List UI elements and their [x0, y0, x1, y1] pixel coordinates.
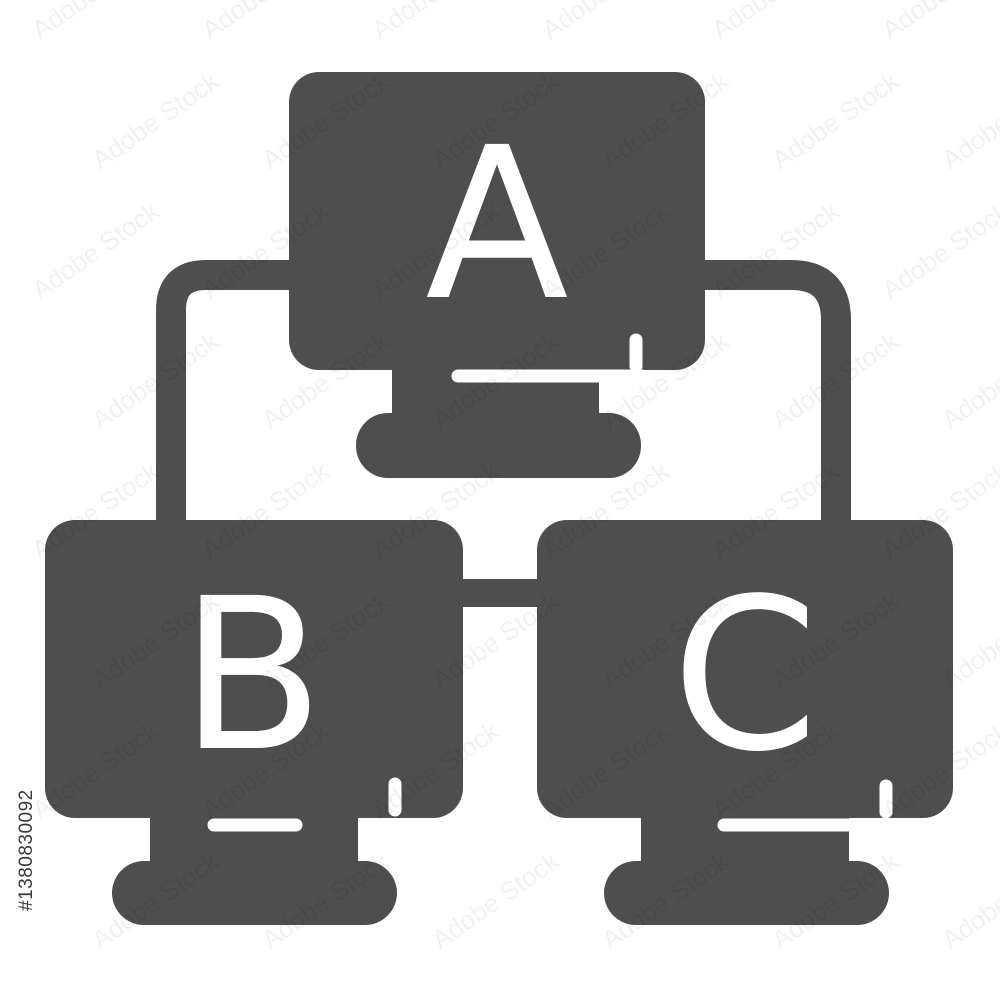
watermark-tile: Adobe Stock	[706, 0, 845, 45]
monitor-b-letter: B	[180, 553, 324, 798]
watermark-tile: Adobe Stock	[366, 0, 505, 45]
watermark-tile: Adobe Stock	[936, 845, 1000, 955]
monitor-b: B	[45, 520, 463, 925]
watermark-tile: Adobe Stock	[536, 0, 675, 45]
watermark-tile: Adobe Stock	[26, 195, 165, 305]
monitor-b-base	[112, 861, 397, 925]
watermark-tile: Adobe Stock	[86, 325, 225, 435]
monitor-b-screen	[45, 520, 463, 818]
watermark-tile: Adobe Stock	[876, 0, 1000, 45]
monitor-c-base	[604, 861, 889, 925]
watermark-tile: Adobe Stock	[26, 0, 165, 45]
monitor-a: A	[289, 72, 705, 478]
watermark-tile: Adobe Stock	[936, 325, 1000, 435]
watermark-tile: Adobe Stock	[936, 65, 1000, 175]
connector-a-to-b	[156, 260, 300, 530]
watermark-tile: Adobe Stock	[766, 65, 905, 175]
monitor-c-letter: C	[672, 553, 819, 798]
monitor-a-letter: A	[425, 102, 569, 347]
monitor-a-base	[356, 413, 641, 478]
watermark-tile: Adobe Stock	[196, 0, 335, 45]
monitor-a-screen	[289, 72, 705, 370]
watermark-tile: Adobe Stock	[426, 845, 565, 955]
monitor-c: C	[537, 520, 953, 925]
connector-a-to-c	[695, 260, 851, 530]
watermark-tile: Adobe Stock	[86, 65, 225, 175]
stock-id-strip: #1380830092	[0, 0, 37, 1000]
stock-id-label: #1380830092	[16, 789, 37, 911]
monitor-c-screen	[537, 520, 953, 818]
watermark-tile: Adobe Stock	[876, 195, 1000, 305]
connector-lines	[156, 260, 851, 607]
